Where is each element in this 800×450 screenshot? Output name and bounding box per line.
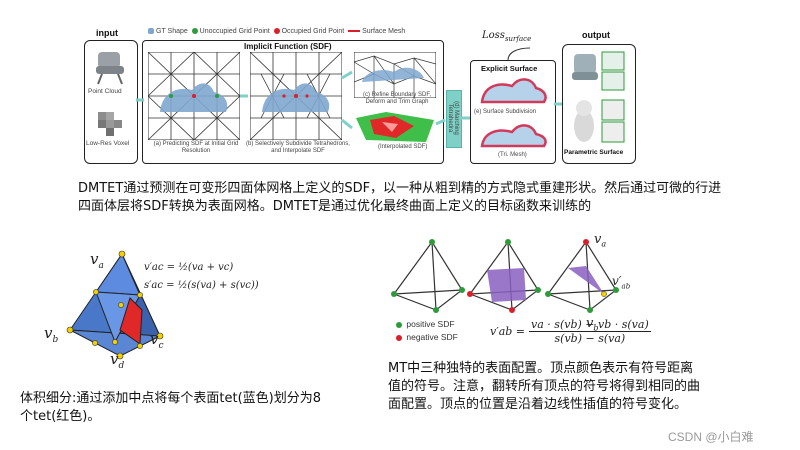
pipeline-figure: input Point Cloud Low-Res Voxel GT Shape… (78, 28, 645, 164)
tet-vd-text: v (110, 350, 119, 368)
mt-va-text: v (594, 232, 602, 247)
input-title: input (96, 28, 118, 38)
output-caption: Parametric Surface (564, 149, 624, 156)
tet-vc-text: v (150, 330, 159, 348)
interpolated-sdf-image (356, 112, 434, 142)
mt-vab-text: v′ (612, 274, 622, 288)
step-e-label: (e) Surface Subdivision (474, 109, 537, 115)
explicit-mesh-top (480, 78, 547, 104)
explicit-mesh-bottom (480, 124, 547, 148)
mt-legend-positive: positive SDF (396, 318, 458, 331)
implicit-title: Implicit Function (SDF) (244, 42, 332, 51)
watermark: CSDN @小白难 (668, 430, 754, 444)
mt-legend-negative: negative SDF (396, 331, 458, 344)
tet-subdivision-figure (66, 250, 164, 360)
tet-vb-text: v (44, 324, 53, 342)
step-b-label: (b) Selectively Subdivide Tetrahedrons, … (246, 141, 350, 154)
loss-sub: surface (504, 35, 532, 43)
output-cat-image (574, 99, 625, 143)
pipeline-arrows (136, 47, 562, 130)
tet-va-text: v (90, 250, 99, 268)
tet-eq1: v′ac = ½(va + vc) (144, 262, 234, 273)
explicit-title: Explicit Surface (481, 64, 538, 73)
mt-va-sub: a (601, 239, 607, 249)
mt-equation: v′ab = va · s(vb) − vb · s(va) s(vb) − s… (490, 318, 651, 345)
voxel-image (98, 112, 122, 136)
mt-caption: MT中三种独特的表面配置。顶点颜色表示有符号距离值的符号。注意，翻转所有顶点的符… (388, 361, 701, 412)
step-a-label: (a) Predicting SDF at Initial Grid Resol… (153, 141, 239, 154)
tet-vc-sub: c (158, 341, 164, 351)
tet-eq2: s′ac = ½(s(va) + s(vc)) (144, 280, 259, 291)
mt-vab-prime: v′ab (612, 274, 630, 290)
mt-eq-num: va · s(vb) − vb · s(va) (529, 318, 651, 332)
mt-vb: vb (586, 316, 598, 333)
mt-configurations-figure (391, 239, 619, 313)
interpolated-label: (Interpolated SDF) (378, 144, 428, 150)
output-title: output (582, 30, 610, 40)
tri-mesh-label: (Tri. Mesh) (498, 152, 527, 158)
chair-point-cloud-image (96, 52, 124, 85)
tet-vc: vc (150, 330, 164, 351)
tet-caption: 体积细分:通过添加中点将每个表面tet(蓝色)划分为8个tet(红色)。 (20, 391, 321, 424)
mt-vb-text: v (586, 316, 594, 331)
mt-negative-text: negative SDF (406, 332, 458, 342)
tet-vd-sub: d (118, 361, 125, 371)
legend-occupied: Occupied Grid Point (281, 28, 345, 35)
grid-a (148, 52, 240, 140)
loss-text: Loss (482, 30, 505, 41)
mt-vab-sub: ab (621, 282, 631, 291)
grid-c (354, 52, 436, 98)
step-c-label: (c) Refine Boundary SDF, Deform and Trim… (362, 92, 432, 105)
voxel-label: Low-Res Voxel (86, 140, 130, 147)
tet-va: va (90, 250, 104, 271)
grid-b (250, 52, 342, 140)
legend-gt: GT Shape (156, 28, 188, 35)
mt-eq-den: s(vb) − s(va) (554, 332, 626, 345)
legend: GT Shape Unoccupied Grid Point Occupied … (148, 28, 448, 35)
mt-va: va (594, 232, 606, 249)
legend-unoccupied: Unoccupied Grid Point (199, 28, 270, 35)
loss-label: Losssurface (482, 30, 531, 43)
mt-vb-sub: b (593, 323, 599, 333)
mt-legend: positive SDF negative SDF (396, 318, 458, 344)
mt-positive-text: positive SDF (406, 319, 455, 329)
tet-vb-sub: b (52, 335, 59, 345)
tet-vb: vb (44, 324, 58, 345)
point-cloud-label: Point Cloud (88, 88, 122, 95)
output-chair-image (572, 51, 625, 91)
tet-va-sub: a (98, 261, 104, 271)
caption-main: DMTET通过预测在可变形四面体网格上定义的SDF，以一种从粗到精的方式隐式重建… (78, 181, 722, 214)
tet-vd: vd (110, 350, 124, 371)
mt-eq-lhs: v′ab = (490, 325, 526, 338)
legend-surface: Surface Mesh (362, 28, 406, 35)
